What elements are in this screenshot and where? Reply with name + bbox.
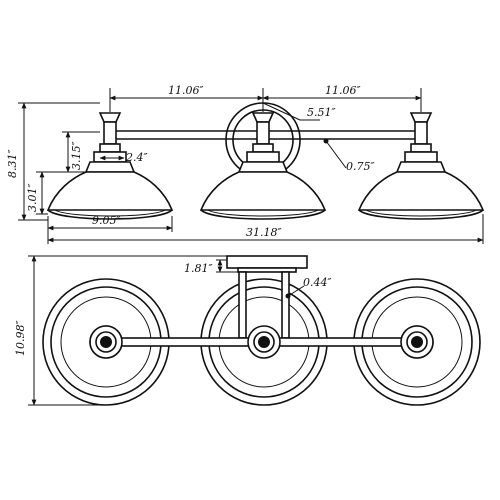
dim-shade-height: 3.01″ — [26, 171, 86, 215]
dim-left-span: 11.06″ — [109, 84, 422, 112]
dim-arm-dia: 0.75″ — [323, 138, 375, 173]
label-right-span: 11.06″ — [325, 84, 361, 97]
fixture-right — [357, 112, 485, 220]
label-rod-dia: 0.44″ — [303, 276, 332, 289]
label-shade-dia: 9.05″ — [92, 214, 121, 227]
fixture-center — [199, 112, 327, 220]
dim-overall-depth: 10.98″ — [14, 255, 227, 406]
label-backplate: 5.51″ — [307, 106, 336, 119]
label-overall-width: 31.18″ — [246, 226, 282, 239]
dim-rod-dia: 0.44″ — [285, 276, 332, 299]
fixture-left — [46, 112, 174, 220]
label-shade-height: 3.01″ — [26, 183, 39, 212]
label-neck-height: 3.15″ — [70, 141, 83, 170]
label-overall-depth: 10.98″ — [14, 320, 27, 356]
dim-shade-dia: 9.05″ — [47, 214, 173, 232]
label-left-span: 11.06″ — [168, 84, 204, 97]
dim-right-span: 11.06″ — [262, 84, 422, 101]
dim-plate-thickness: 1.81″ — [184, 259, 238, 275]
right-socket-over — [400, 325, 434, 359]
label-plate-thickness: 1.81″ — [184, 262, 213, 275]
bottom-view: 1.81″ 0.44″ 10.98″ — [14, 255, 481, 406]
dim-neck-width: 2.4″ — [99, 151, 148, 164]
label-overall-height: 8.31″ — [6, 149, 19, 178]
center-socket — [247, 325, 281, 359]
dim-backplate: 5.51″ — [262, 102, 336, 121]
label-arm-dia: 0.75″ — [346, 160, 375, 173]
left-socket-over — [89, 325, 123, 359]
label-neck-width: 2.4″ — [125, 151, 148, 164]
dim-overall-width: 31.18″ — [47, 214, 484, 244]
dim-overall-height: 8.31″ — [6, 102, 100, 221]
wall-plate-top — [226, 255, 308, 273]
front-view: 11.06″ 11.06″ 5.51″ 8.31″ 3.15″ — [6, 84, 485, 244]
